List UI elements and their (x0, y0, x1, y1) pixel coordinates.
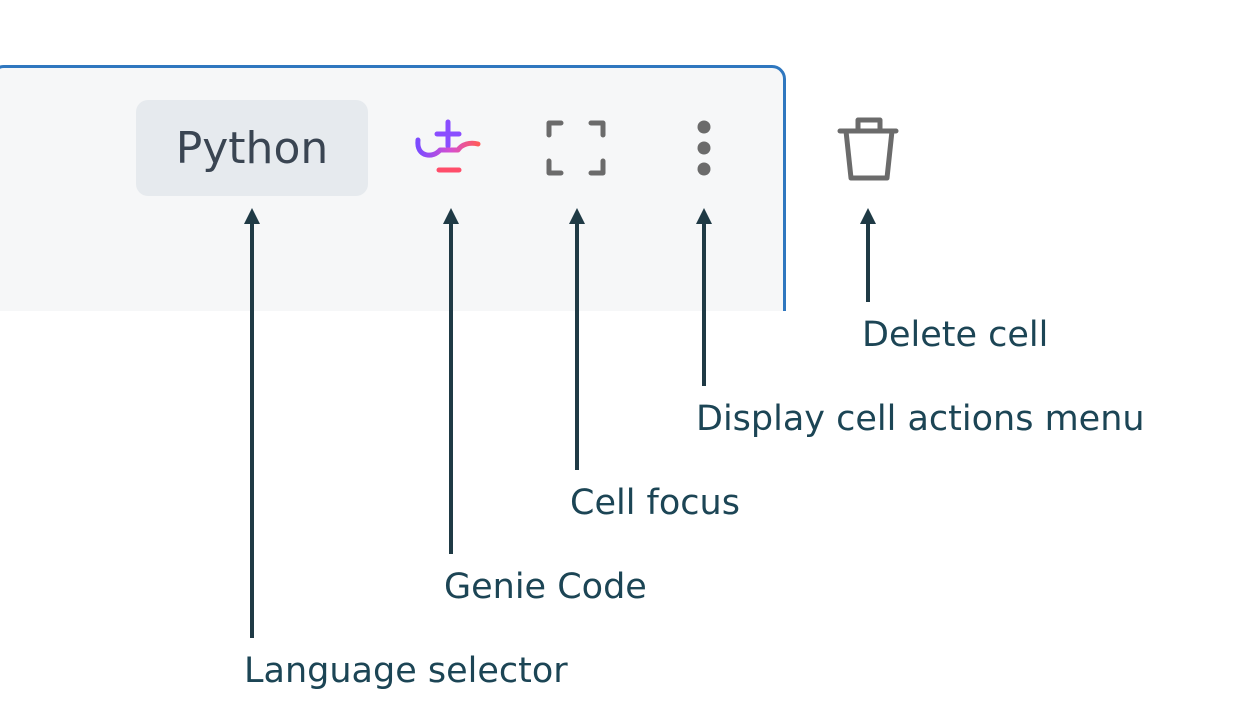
language-selector-label: Language selector (244, 651, 568, 691)
cell-actions-menu-button[interactable] (690, 118, 718, 178)
cell-focus-label: Cell focus (570, 483, 740, 523)
cell-actions-menu-label: Display cell actions menu (696, 399, 1145, 439)
kebab-menu-icon (697, 120, 711, 176)
genie-code-button[interactable] (412, 118, 484, 178)
cell-fade-area (0, 311, 800, 351)
cell-focus-icon (546, 120, 606, 176)
notebook-cell (0, 65, 786, 325)
delete-cell-label: Delete cell (862, 315, 1049, 355)
delete-cell-button[interactable] (836, 114, 902, 184)
language-selector-button[interactable]: Python (136, 100, 368, 196)
genie-code-label: Genie Code (444, 567, 647, 607)
genie-code-icon (415, 119, 481, 173)
cell-focus-button[interactable] (544, 118, 608, 178)
trash-icon (837, 117, 899, 181)
